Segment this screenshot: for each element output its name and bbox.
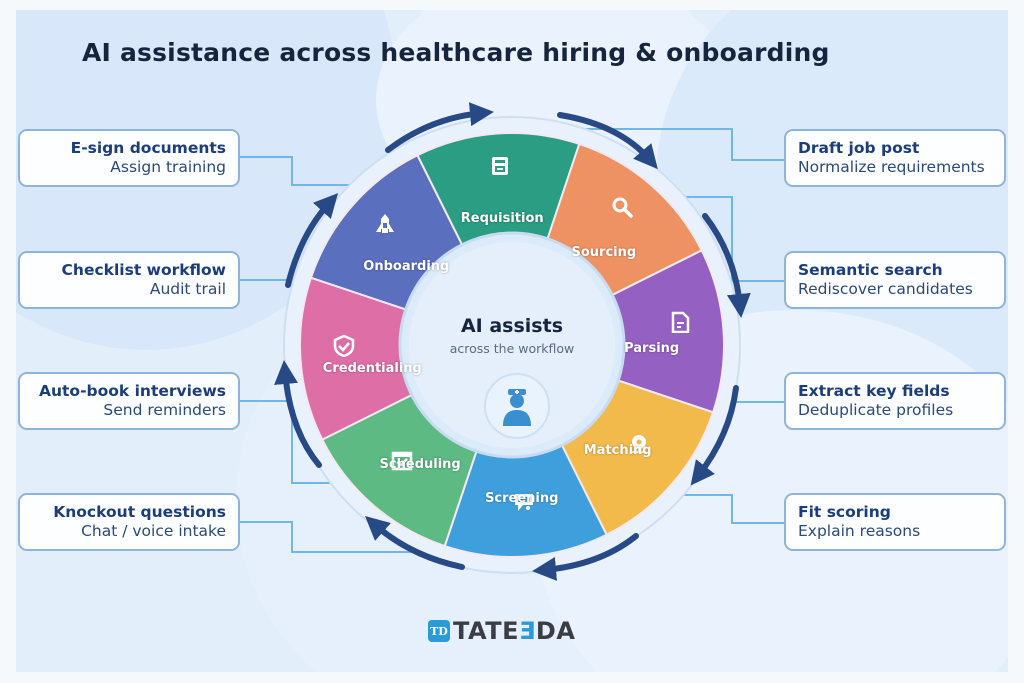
segment-label: Screening bbox=[485, 490, 559, 506]
calendar-check-icon bbox=[391, 450, 413, 472]
card-heading: Draft job post bbox=[798, 139, 920, 157]
card-subtext: Deduplicate profiles bbox=[798, 401, 954, 419]
card-checklist-workflow: Checklist workflow Audit trail bbox=[18, 251, 240, 309]
segment-label: Matching bbox=[583, 442, 652, 458]
center-subtitle: across the workflow bbox=[449, 341, 575, 356]
segment-label: Onboarding bbox=[363, 259, 450, 275]
card-subtext: Normalize requirements bbox=[798, 158, 985, 176]
card-heading: Extract key fields bbox=[798, 382, 950, 400]
brand-logo: TD TATEƎDA bbox=[428, 617, 575, 645]
segment-label: Requisition bbox=[460, 211, 544, 227]
card-subtext: Audit trail bbox=[149, 280, 226, 298]
form-icon bbox=[489, 155, 511, 177]
card-subtext: Explain reasons bbox=[798, 522, 921, 540]
card-knockout-questions: Knockout questions Chat / voice intake bbox=[18, 493, 240, 551]
card-heading: Fit scoring bbox=[798, 503, 891, 521]
center-title: AI assists bbox=[460, 315, 564, 337]
wheel-segments bbox=[299, 132, 725, 558]
card-heading: Auto-book interviews bbox=[38, 382, 226, 400]
target-pin-icon bbox=[628, 433, 650, 455]
search-icon bbox=[611, 196, 633, 218]
rocket-icon bbox=[374, 213, 396, 235]
segment-label: Parsing bbox=[624, 341, 680, 357]
card-heading: Semantic search bbox=[798, 261, 943, 279]
logo-mark: TD bbox=[428, 620, 450, 642]
card-semantic-search: Semantic search Rediscover candidates bbox=[784, 251, 1006, 309]
card-subtext: Chat / voice intake bbox=[81, 522, 226, 540]
shield-check-icon bbox=[333, 334, 355, 358]
card-esign-documents: E-sign documents Assign training bbox=[18, 129, 240, 187]
card-draft-job-post: Draft job post Normalize requirements bbox=[784, 129, 1006, 187]
page-title: AI assistance across healthcare hiring &… bbox=[82, 38, 830, 67]
document-icon bbox=[669, 311, 691, 334]
card-heading: E-sign documents bbox=[70, 139, 226, 157]
card-subtext: Assign training bbox=[110, 158, 226, 176]
card-subtext: Send reminders bbox=[103, 401, 226, 419]
card-fit-scoring: Fit scoring Explain reasons bbox=[784, 493, 1006, 551]
chat-bubble-icon bbox=[513, 491, 535, 513]
card-heading: Checklist workflow bbox=[61, 261, 226, 279]
segment-label: Credentialing bbox=[322, 360, 422, 376]
segment-label: Sourcing bbox=[571, 245, 637, 261]
nurse-icon bbox=[497, 386, 537, 426]
card-subtext: Rediscover candidates bbox=[798, 280, 973, 298]
segment-label: Scheduling bbox=[379, 456, 461, 472]
logo-wordmark: TATEƎDA bbox=[453, 617, 576, 645]
card-auto-book-interviews: Auto-book interviews Send reminders bbox=[18, 372, 240, 430]
card-extract-key-fields: Extract key fields Deduplicate profiles bbox=[784, 372, 1006, 430]
card-heading: Knockout questions bbox=[53, 503, 226, 521]
cycle-arrows bbox=[274, 102, 751, 581]
